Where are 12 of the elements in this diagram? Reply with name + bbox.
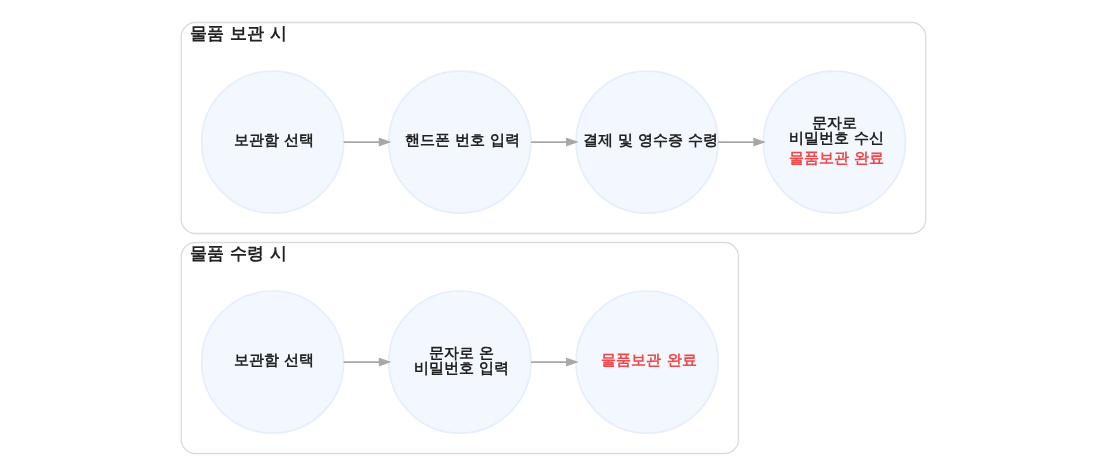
arrow: [530, 137, 579, 147]
arrow: [342, 137, 392, 147]
node-circle: 결제 및 영수증 수령: [575, 69, 720, 214]
node-circle: 핸드폰 번호 입력: [387, 69, 532, 214]
node-circle: 보관함 선택: [200, 289, 345, 434]
node-circle: 문자로 온 비밀번호 입력: [387, 289, 532, 434]
arrow: [342, 357, 392, 366]
node-circle: 문자로 비밀번호 수신 물품보관 완료: [762, 69, 907, 214]
node-circle: 물품보관 완료: [575, 289, 720, 434]
arrow: [530, 357, 579, 366]
node-circle: 보관함 선택: [200, 69, 345, 214]
arrow: [717, 137, 766, 147]
